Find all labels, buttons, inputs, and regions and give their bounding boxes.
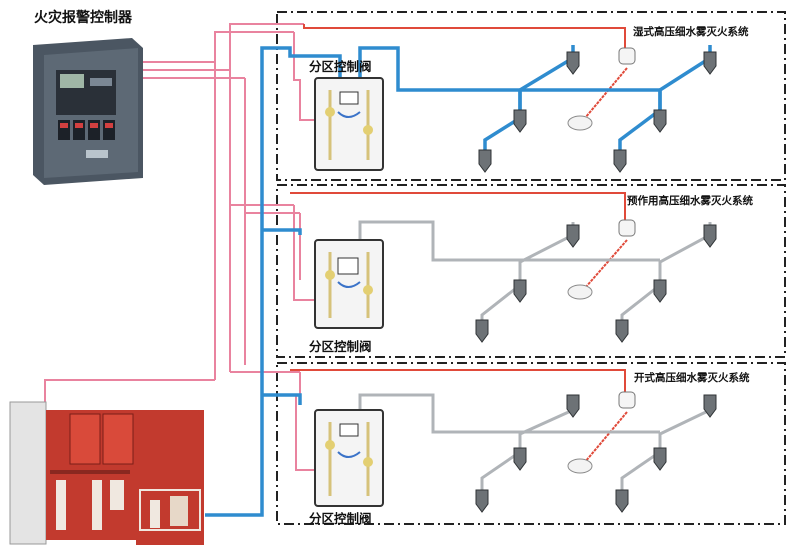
zone-border-preaction — [276, 184, 786, 358]
zone-border-wet — [276, 11, 786, 181]
valve-box-preaction — [314, 239, 384, 329]
valve-label-preaction: 分区控制阀 — [309, 339, 372, 354]
system-title-wet: 湿式高压细水雾灭火系统 — [633, 26, 749, 38]
zone-border-open — [276, 362, 786, 525]
system-title-open: 开式高压细水雾灭火系统 — [634, 372, 750, 384]
valve-box-open — [314, 409, 384, 507]
zone-borders — [276, 11, 786, 525]
system-title-preaction: 预作用高压细水雾灭火系统 — [627, 195, 753, 207]
detectors — [567, 47, 636, 474]
valve-box-wet — [314, 77, 384, 171]
controller-title: 火灾报警控制器 — [34, 10, 132, 26]
pump-unit — [9, 401, 204, 545]
zone-valve-boxes — [314, 77, 384, 507]
fire-alarm-controller — [33, 38, 143, 185]
water-main-pipe — [205, 45, 712, 517]
alarm-lines — [290, 24, 628, 463]
valve-label-wet: 分区控制阀 — [309, 59, 372, 74]
valve-label-open: 分区控制阀 — [309, 511, 372, 526]
nozzles — [475, 51, 717, 513]
